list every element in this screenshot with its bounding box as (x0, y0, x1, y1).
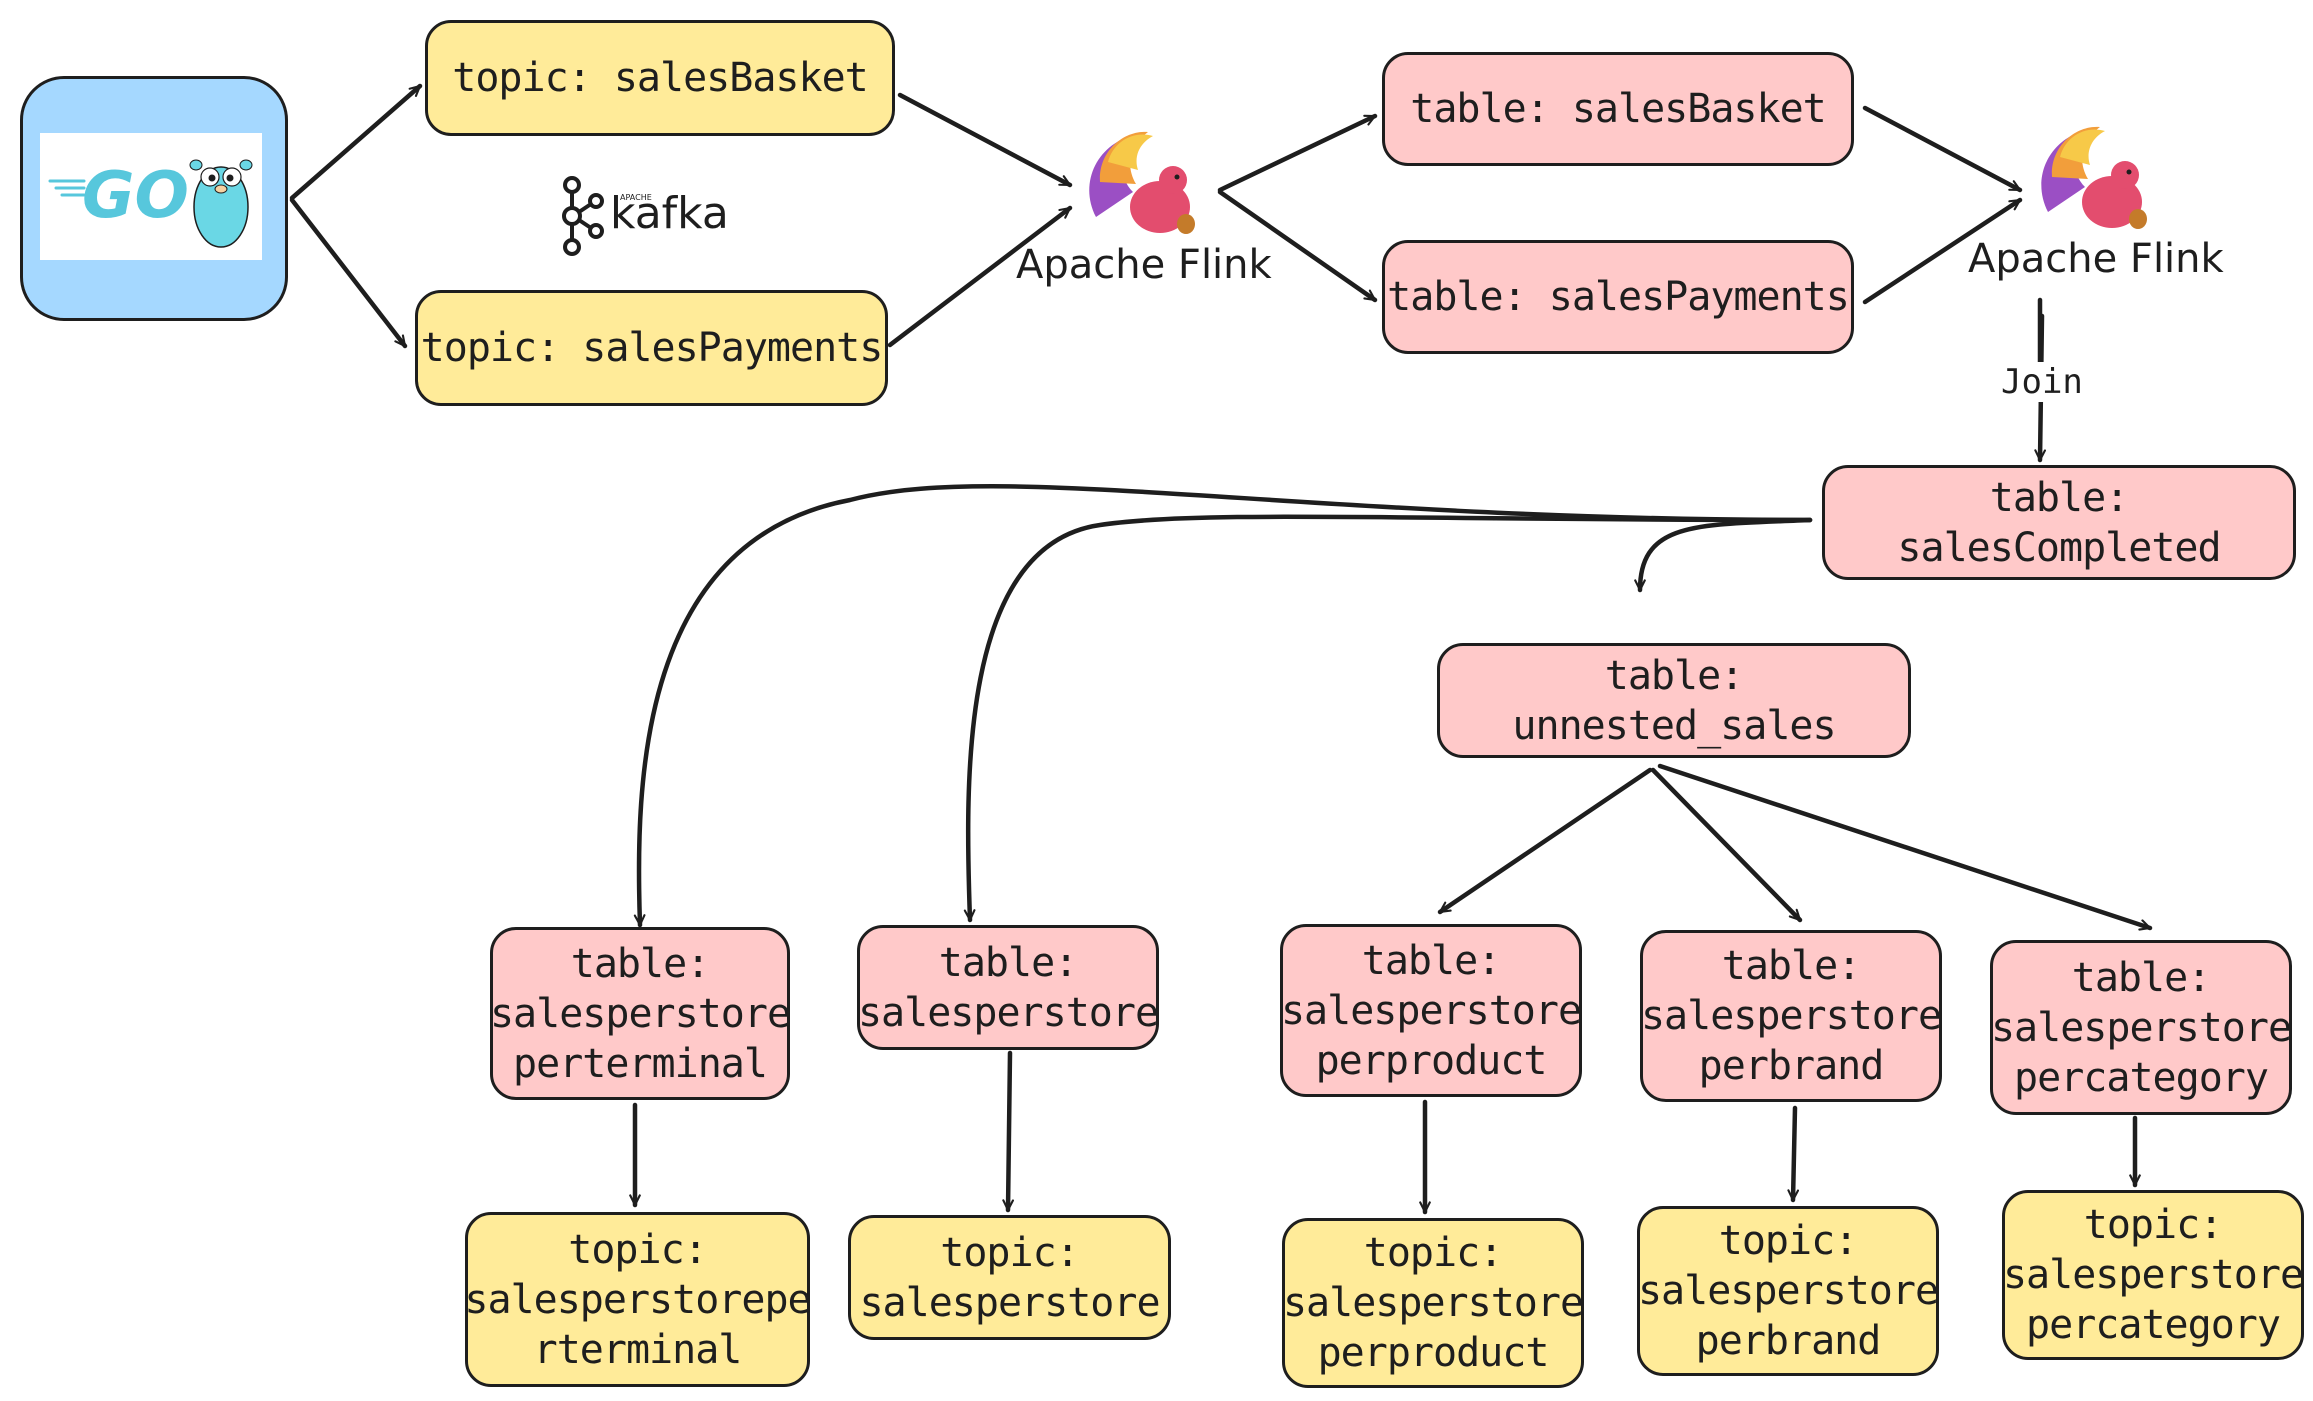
node-text: topic: salesperstore (859, 1228, 1160, 1328)
node-line: salesperstore (859, 1279, 1160, 1326)
node-line: salesperstore (489, 990, 791, 1037)
table-salesperstore-perproduct[interactable]: table: salesperstore perproduct (1280, 924, 1582, 1097)
node-line: salesperstorepe (464, 1276, 811, 1323)
node-line: salesperstore (1990, 1004, 2292, 1051)
edge-unnested-to-percategory (1657, 763, 2153, 931)
node-line: topic: (2083, 1202, 2224, 1248)
edge-go-to-salespayments (289, 197, 408, 349)
node-line: salesperstore (1640, 993, 1942, 1039)
node-line: table: (938, 939, 1079, 986)
edge-go-to-salesbasket (289, 83, 423, 201)
node-text: table: salesperstore perterminal (489, 939, 791, 1089)
node-line: perproduct (1317, 1330, 1550, 1376)
node-line: table: (570, 940, 711, 987)
edge-table-salespayments-to-flink2 (1862, 197, 2023, 305)
kafka-wordmark: kafka (610, 188, 729, 239)
table-salesbasket[interactable]: table: salesBasket (1382, 52, 1854, 166)
squirrel-icon (1089, 131, 1195, 234)
topic-salesperstore-perproduct[interactable]: topic: salesperstore perproduct (1282, 1218, 1584, 1388)
kafka-icon (562, 176, 604, 256)
node-line: table: (1721, 943, 1862, 989)
edge-unnested-to-perbrand (1650, 767, 1803, 923)
node-line: perbrand (1695, 1318, 1882, 1364)
node-line: table: (1361, 937, 1502, 984)
flink-label-2: Apache Flink (1968, 236, 2224, 282)
edge-salesbasket-to-flink1 (897, 92, 1073, 188)
node-line: rterminal (533, 1326, 743, 1373)
node-line: salesperstore (1282, 1280, 1584, 1326)
node-text: table: salesperstore perbrand (1640, 941, 1942, 1091)
node-text: table: salesperstore percategory (1990, 953, 2292, 1103)
topic-salesperstore-perbrand[interactable]: topic: salesperstore perbrand (1637, 1206, 1939, 1376)
node-text: table: salesperstore (857, 938, 1159, 1038)
edge-label-join: Join (1995, 362, 2089, 402)
node-line: topic: (940, 1229, 1080, 1276)
node-line: topic: salesBasket (452, 55, 868, 101)
topic-salesperstore[interactable]: topic: salesperstore (848, 1215, 1171, 1340)
topic-salespayments[interactable]: topic: salesPayments (415, 290, 888, 406)
go-logo-text: GO (82, 159, 189, 233)
flink-label-1: Apache Flink (1016, 242, 1272, 288)
table-salescompleted[interactable]: table: salesCompleted (1822, 465, 2296, 580)
node-line: salesperstore (1637, 1268, 1939, 1314)
node-line: perterminal (513, 1040, 768, 1087)
table-salesperstore[interactable]: table: salesperstore (857, 925, 1159, 1050)
node-line: salesperstore (1280, 987, 1582, 1034)
edge-salescompleted-to-unnested (1634, 517, 1813, 593)
node-line: topic: (1718, 1218, 1859, 1264)
node-line: salesperstore (857, 989, 1159, 1036)
edge-flink1-to-table-salesbasket (1217, 113, 1378, 193)
node-line: table: salesBasket (1410, 86, 1826, 132)
edge-table-salesbasket-to-flink2 (1862, 105, 2023, 193)
node-line: table: salesPayments (1387, 274, 1850, 320)
edge-unnested-to-perproduct (1437, 767, 1653, 915)
node-line: topic: (568, 1226, 708, 1273)
speed-lines-icon (48, 179, 86, 197)
table-salesperstore-perterminal[interactable]: table: salesperstore perterminal (489, 927, 791, 1100)
topic-salesperstore-perterminal[interactable]: topic: salesperstorepe rterminal (464, 1212, 812, 1387)
edge-salesperstore-to-topic (1002, 1050, 1014, 1213)
node-line: perproduct (1315, 1037, 1548, 1084)
node-line: table: unnested_sales (1512, 652, 1836, 749)
node-line: percategory (2026, 1302, 2281, 1348)
node-text: topic: salesperstore perproduct (1282, 1228, 1584, 1378)
node-text: topic: salesperstore perbrand (1637, 1216, 1939, 1366)
node-text: table: salesperstore perproduct (1280, 936, 1582, 1086)
node-line: topic: (1363, 1230, 1504, 1276)
node-line: table: salesCompleted (1897, 474, 2221, 571)
edge-perbrand-to-topic (1787, 1105, 1800, 1203)
node-line: table: (2071, 954, 2212, 1001)
squirrel-icon (2041, 126, 2147, 229)
gopher-icon (189, 159, 253, 248)
node-text: topic: salesperstorepe rterminal (464, 1225, 811, 1375)
edge-salespayments-to-flink1 (887, 205, 1073, 348)
kafka-apache-label: APACHE (620, 193, 652, 202)
node-line: perbrand (1698, 1043, 1885, 1089)
table-salesperstore-percategory[interactable]: table: salesperstore percategory (1990, 940, 2292, 1115)
table-unnested-sales[interactable]: table: unnested_sales (1437, 643, 1911, 758)
node-line: percategory (2014, 1054, 2269, 1101)
topic-salesbasket[interactable]: topic: salesBasket (425, 20, 895, 136)
edge-salescompleted-to-perterminal (633, 484, 1813, 928)
node-line: topic: salesPayments (420, 325, 884, 371)
node-text: topic: salesperstore percategory (2002, 1200, 2304, 1350)
table-salesperstore-perbrand[interactable]: table: salesperstore perbrand (1640, 930, 1942, 1102)
table-salespayments[interactable]: table: salesPayments (1382, 240, 1854, 354)
edge-salescompleted-to-salesperstore (963, 514, 1813, 923)
node-line: salesperstore (2002, 1252, 2304, 1298)
topic-salesperstore-percategory[interactable]: topic: salesperstore percategory (2002, 1190, 2304, 1360)
edge-flink1-to-table-salespayments (1217, 189, 1378, 303)
